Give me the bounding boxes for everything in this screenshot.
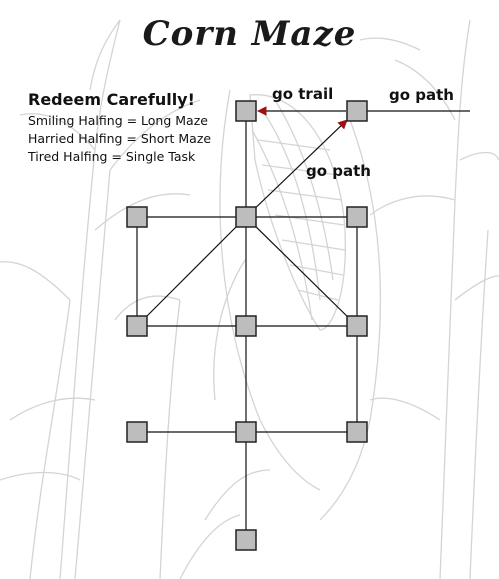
- maze-node-row2-center[interactable]: [235, 315, 257, 337]
- go-path-diagonal-arrow: [245, 119, 348, 218]
- legend-item: Smiling Halfing = Long Maze: [28, 113, 208, 128]
- maze-node-row1-right[interactable]: [346, 206, 368, 228]
- maze-node-row2-right[interactable]: [346, 315, 368, 337]
- legend-heading: Redeem Carefully!: [28, 90, 195, 109]
- maze-node-row1-left[interactable]: [126, 206, 148, 228]
- edge-label-go-path-diagonal: go path: [306, 162, 371, 180]
- edge-label-go-path-top: go path: [389, 86, 454, 104]
- maze-edge: [245, 216, 358, 327]
- page-title: Corn Maze: [142, 14, 357, 54]
- maze-node-row3-right[interactable]: [346, 421, 368, 443]
- legend-item: Tired Halfing = Single Task: [28, 149, 196, 164]
- edge-label-go-trail: go trail: [272, 85, 334, 103]
- maze-node-row3-center[interactable]: [235, 421, 257, 443]
- maze-node-top-right[interactable]: [346, 100, 368, 122]
- maze-node-bottom[interactable]: [235, 529, 257, 551]
- maze-node-top-center[interactable]: [235, 100, 257, 122]
- legend-item: Harried Halfing = Short Maze: [28, 131, 212, 146]
- legend: Redeem Carefully! Smiling Halfing = Long…: [28, 90, 211, 166]
- maze-node-row2-left[interactable]: [126, 315, 148, 337]
- maze-node-row1-center[interactable]: [235, 206, 257, 228]
- maze-edge: [136, 216, 247, 327]
- maze-node-row3-left[interactable]: [126, 421, 148, 443]
